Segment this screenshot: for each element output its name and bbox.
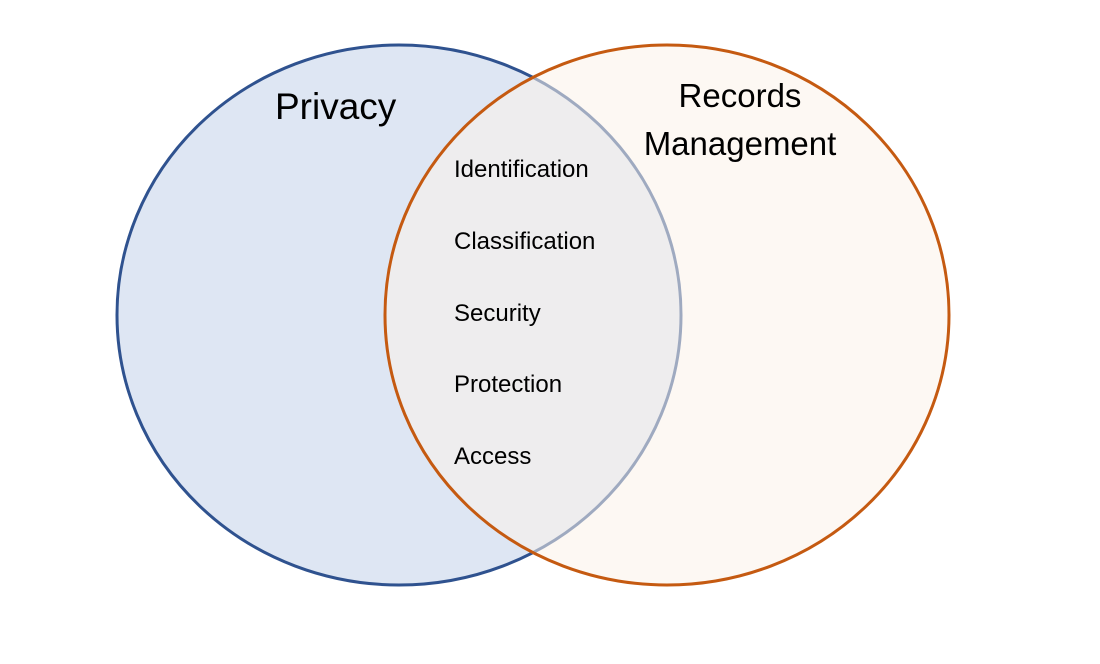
intersection-item: Security [454,300,541,327]
records-management-circle [383,43,951,587]
intersection-item: Identification [454,156,589,183]
records-management-label: Records Management [620,72,860,168]
intersection-item: Classification [454,228,596,255]
records-label-line2: Management [643,125,837,162]
privacy-label: Privacy [275,86,397,127]
intersection-item: Access [454,443,532,470]
records-label-line1: Records [678,77,802,114]
intersection-item: Protection [454,371,563,398]
